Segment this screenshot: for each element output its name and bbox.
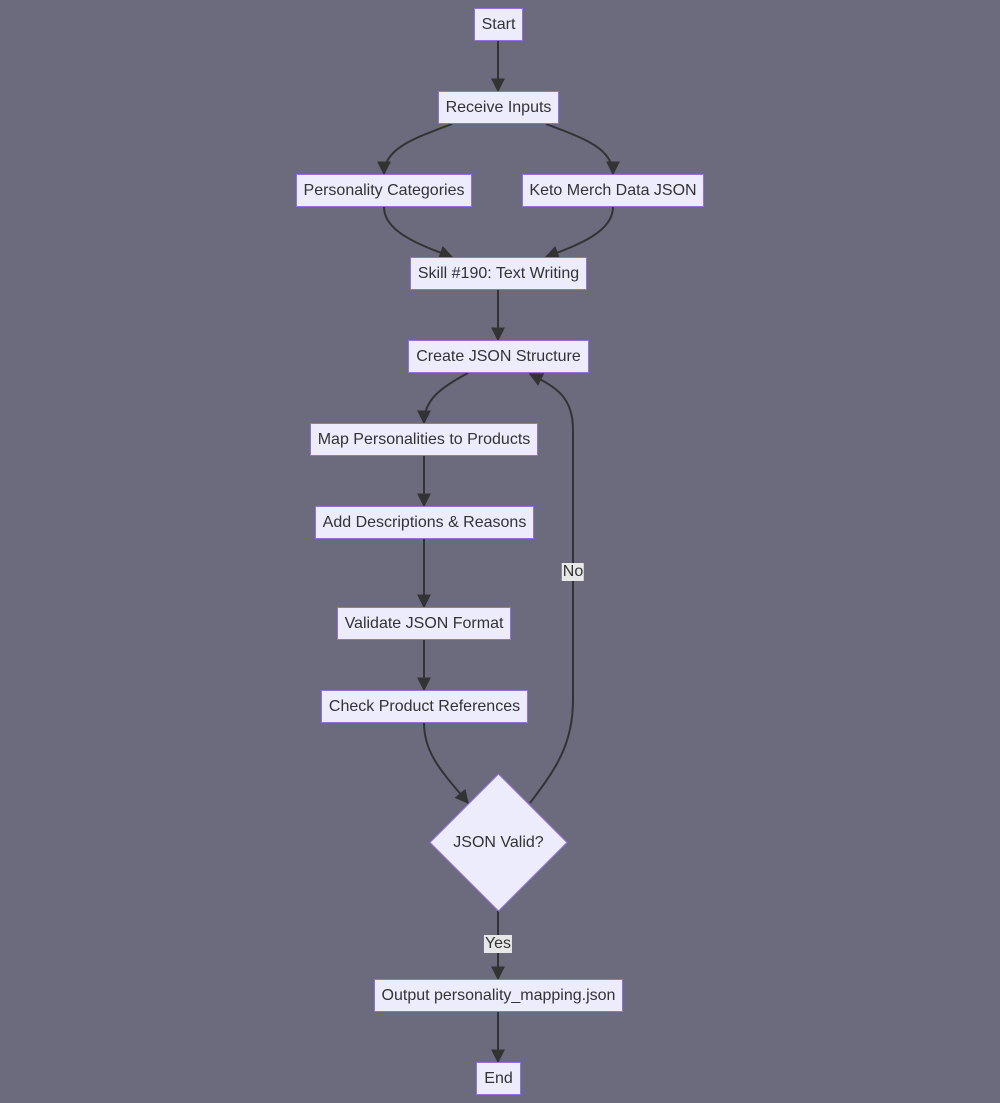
- edge-check-decision: [423, 722, 469, 805]
- decision-diamond-shape: [429, 773, 568, 912]
- node-create-json-structure: Create JSON Structure: [408, 340, 589, 373]
- node-end: End: [476, 1062, 521, 1095]
- node-start: Start: [474, 8, 523, 41]
- edge-decision-create-no: [528, 373, 574, 804]
- node-validate-json-format: Validate JSON Format: [337, 607, 511, 640]
- decision-label: JSON Valid?: [453, 833, 544, 851]
- edge-label-yes: Yes: [483, 935, 513, 953]
- edge-label-no: No: [561, 563, 585, 581]
- edge-keto-skill: [544, 206, 614, 260]
- node-receive-inputs: Receive Inputs: [438, 91, 559, 124]
- node-personality-categories: Personality Categories: [296, 174, 472, 207]
- edge-receive-keto: [545, 123, 620, 176]
- edge-receive-personality: [377, 123, 453, 176]
- node-json-valid-decision: JSON Valid?: [429, 773, 568, 912]
- node-skill-text-writing: Skill #190: Text Writing: [410, 257, 587, 290]
- edge-create-map: [417, 372, 469, 425]
- node-output-personality-mapping: Output personality_mapping.json: [374, 979, 623, 1012]
- node-map-personalities: Map Personalities to Products: [310, 423, 538, 456]
- edge-personality-skill: [383, 206, 454, 260]
- node-check-product-references: Check Product References: [321, 690, 528, 723]
- node-keto-merch-data: Keto Merch Data JSON: [522, 174, 704, 207]
- node-add-descriptions: Add Descriptions & Reasons: [315, 506, 534, 539]
